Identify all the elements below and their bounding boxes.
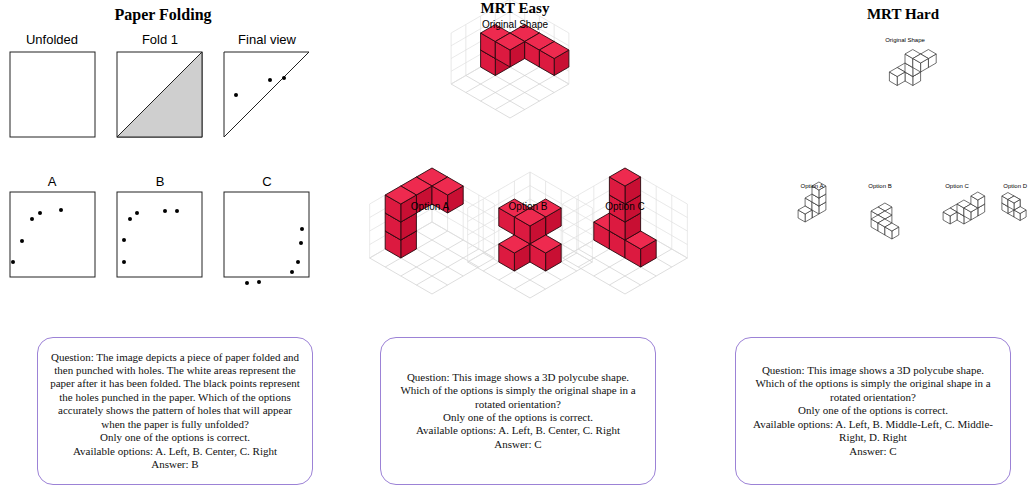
cube-face	[432, 177, 463, 195]
cube-face	[885, 223, 899, 231]
figure-label: A	[48, 174, 57, 189]
question-text: Answer: B	[50, 458, 300, 471]
grid-line	[563, 258, 625, 294]
grid-line	[656, 186, 657, 240]
question-text: Only one of the options is correct.	[748, 404, 998, 417]
grid-line	[432, 258, 494, 294]
figure-label: Option A	[800, 183, 823, 189]
grid-line	[466, 76, 525, 110]
figure-label: Option A	[411, 201, 449, 212]
grid-line	[510, 84, 569, 118]
figure-label: Original Shape	[482, 19, 548, 30]
question-text: Only one of the options is correct.	[50, 431, 300, 444]
cube-face	[943, 208, 957, 216]
figure-label: C	[262, 174, 271, 189]
grid-line	[370, 258, 432, 294]
punched-holes	[11, 76, 304, 285]
cube-face	[913, 54, 929, 63]
cube-face	[971, 192, 985, 200]
figure-label: Fold 1	[142, 32, 178, 47]
question-text: Available options: A. Left, B. Center, C…	[50, 445, 300, 458]
cube-face	[609, 168, 640, 186]
grid-line	[687, 204, 688, 258]
panel-title: MRT Easy	[481, 0, 550, 17]
question-text: Answer: C	[393, 438, 643, 451]
question-text: Available options: A. Left, B. Middle-Le…	[748, 418, 998, 445]
question-text: Available options: A. Left, B. Center, C…	[393, 424, 643, 437]
figure-label: Option C	[605, 201, 644, 212]
figure-label: Final view	[238, 32, 296, 47]
grid-line	[416, 249, 478, 285]
cube-face	[530, 235, 561, 253]
grid-line	[576, 199, 577, 253]
cube-face	[1008, 196, 1020, 203]
panel-title: Paper Folding	[114, 6, 211, 24]
grid-line	[451, 84, 510, 118]
grid-line	[578, 195, 579, 249]
figure-label: Unfolded	[26, 32, 78, 47]
question-box: Question: This image shows a 3D polycube…	[380, 337, 656, 485]
panel-title: MRT Hard	[867, 6, 939, 23]
question-text: Only one of the options is correct.	[393, 411, 643, 424]
question-box: Question: The image depicts a piece of p…	[37, 337, 313, 485]
question-text: Question: This image shows a 3D polycube…	[393, 371, 643, 411]
grid-line	[495, 76, 554, 110]
cube-face	[539, 42, 569, 59]
cube-face	[798, 206, 812, 214]
grid-line	[369, 204, 370, 258]
question-box: Question: This image shows a 3D polycube…	[735, 337, 1011, 485]
grid-line	[478, 195, 479, 249]
figure-label: Option D	[1003, 183, 1027, 189]
figure-label: Original Shape	[885, 37, 925, 43]
figure-label: Option B	[868, 183, 891, 189]
cube-face	[889, 68, 905, 77]
grid-line	[562, 204, 563, 258]
grid-line	[483, 199, 484, 253]
grid-line	[467, 208, 468, 262]
question-text: Question: The image depicts a piece of p…	[50, 351, 300, 431]
figure-label: Option B	[509, 201, 548, 212]
figure-label: B	[156, 174, 165, 189]
grid-line	[494, 204, 495, 258]
grid-line	[465, 25, 466, 76]
polycube-figures	[370, 0, 1026, 298]
grid-line	[671, 195, 672, 249]
cube-face	[495, 33, 524, 50]
question-text: Question: This image shows a 3D polycube…	[748, 364, 998, 404]
question-text: Answer: C	[748, 445, 998, 458]
grid-line	[592, 208, 593, 262]
grid-line	[451, 33, 452, 84]
paper-squares	[10, 52, 309, 277]
figure-label: Option C	[945, 183, 969, 189]
